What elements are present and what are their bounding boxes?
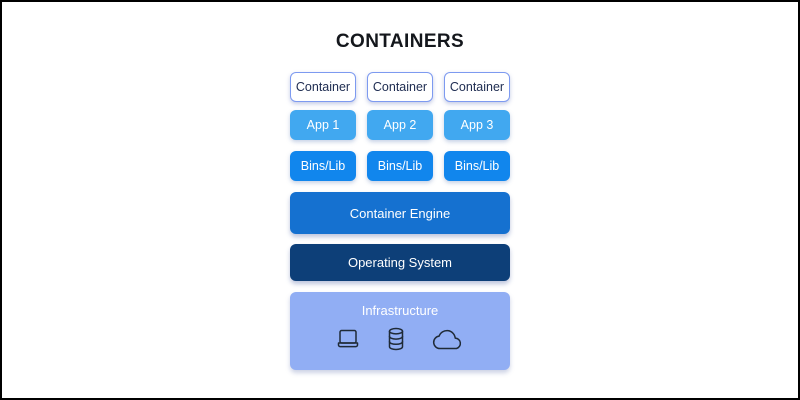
app-box-1: App 1 <box>290 110 356 140</box>
bins-row: Bins/Lib Bins/Lib Bins/Lib <box>290 151 510 181</box>
bins-lib-box-1: Bins/Lib <box>290 151 356 181</box>
page-title: CONTAINERS <box>335 31 465 52</box>
container-row: Container Container Container <box>290 72 510 102</box>
database-icon <box>387 327 405 351</box>
infrastructure-icons <box>336 327 464 351</box>
laptop-icon <box>336 328 360 350</box>
infrastructure-block: Infrastructure <box>290 292 510 370</box>
bins-lib-box-2: Bins/Lib <box>367 151 433 181</box>
infrastructure-label: Infrastructure <box>361 303 439 318</box>
operating-system-bar: Operating System <box>290 244 510 281</box>
container-box-3: Container <box>444 72 510 102</box>
bins-lib-box-3: Bins/Lib <box>444 151 510 181</box>
app-box-2: App 2 <box>367 110 433 140</box>
cloud-icon <box>432 329 464 350</box>
app-box-3: App 3 <box>444 110 510 140</box>
app-row: App 1 App 2 App 3 <box>290 110 510 140</box>
container-box-1: Container <box>290 72 356 102</box>
container-engine-bar: Container Engine <box>290 192 510 234</box>
container-box-2: Container <box>367 72 433 102</box>
containers-diagram: CONTAINERS Container Container Container… <box>290 2 510 370</box>
